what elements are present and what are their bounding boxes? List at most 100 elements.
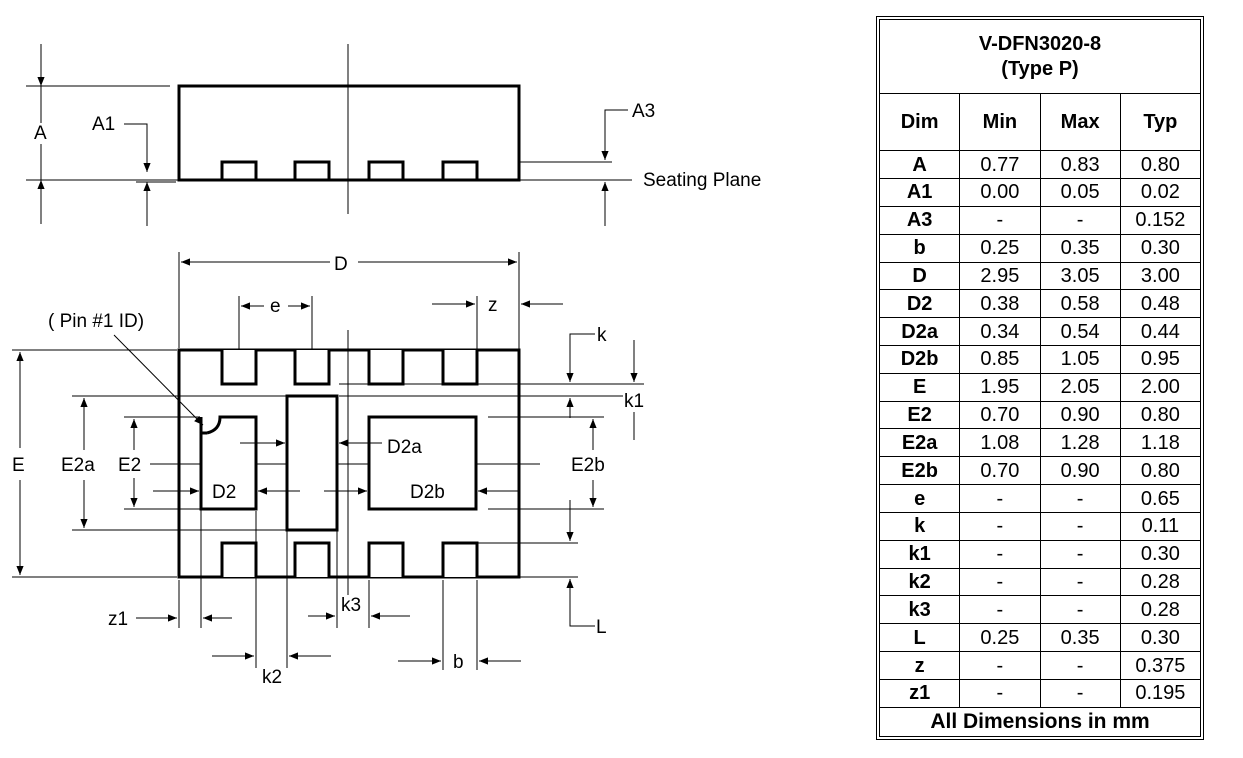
- cell-min: -: [959, 539, 1041, 569]
- cell-dim: k2: [878, 567, 961, 597]
- cell-typ: 0.65: [1119, 484, 1202, 513]
- label-E2: E2: [118, 455, 141, 476]
- cell-min: 2.95: [959, 261, 1041, 291]
- cell-max: -: [1039, 511, 1121, 541]
- cell-min: -: [959, 651, 1041, 680]
- label-A1: A1: [92, 114, 115, 135]
- table-row: A3--0.152: [878, 205, 1202, 235]
- cell-max: -: [1039, 205, 1121, 235]
- cell-typ: 0.30: [1119, 539, 1202, 569]
- cell-min: 0.00: [959, 178, 1041, 207]
- side-view: [26, 44, 632, 226]
- table-row: k1--0.30: [878, 539, 1202, 569]
- bottom-leads-top: [220, 350, 479, 386]
- cell-max: 0.83: [1039, 150, 1121, 180]
- side-view-labels: A A1 A3 Seating Plane: [33, 101, 763, 191]
- table-footer: All Dimensions in mm: [879, 706, 1201, 738]
- cell-dim: D2a: [878, 317, 961, 346]
- label-A: A: [34, 123, 47, 144]
- cell-min: -: [959, 484, 1041, 513]
- cell-max: -: [1039, 651, 1121, 680]
- label-D2b: D2b: [410, 482, 445, 503]
- side-leads: [220, 160, 479, 182]
- label-k: k: [597, 325, 607, 346]
- label-k1: k1: [624, 391, 644, 412]
- table-row: z--0.375: [878, 651, 1202, 680]
- bottom-leads-bottom: [220, 541, 479, 577]
- cell-min: 0.34: [959, 317, 1041, 346]
- pad-d2a-center: [285, 394, 339, 532]
- cell-typ: 0.30: [1119, 233, 1202, 263]
- cell-max: 0.58: [1039, 289, 1121, 319]
- bottom-body-outline: [177, 348, 521, 579]
- cell-min: 0.77: [959, 150, 1041, 180]
- cell-min: 0.25: [959, 233, 1041, 263]
- cell-dim: z1: [878, 678, 961, 708]
- cell-min: 0.85: [959, 345, 1041, 374]
- cell-min: 1.08: [959, 428, 1041, 458]
- label-E2a: E2a: [61, 455, 95, 476]
- label-e: e: [270, 296, 281, 317]
- label-z: z: [488, 295, 498, 316]
- label-E2b: E2b: [571, 455, 605, 476]
- header-typ: Typ: [1119, 93, 1202, 152]
- cell-typ: 0.30: [1119, 623, 1202, 653]
- cell-min: 0.38: [959, 289, 1041, 319]
- table-row: k2--0.28: [878, 567, 1202, 597]
- cell-typ: 0.152: [1119, 205, 1202, 235]
- label-D: D: [334, 254, 348, 275]
- label-seating-plane: Seating Plane: [643, 170, 761, 191]
- header-dim: Dim: [878, 93, 961, 152]
- cell-max: 0.90: [1039, 456, 1121, 486]
- cell-max: 3.05: [1039, 261, 1121, 291]
- cell-min: -: [959, 205, 1041, 235]
- table-row: k--0.11: [878, 511, 1202, 541]
- label-k3: k3: [341, 595, 361, 616]
- cell-min: 1.95: [959, 372, 1041, 402]
- side-body-outline: [177, 84, 521, 182]
- cell-max: -: [1039, 567, 1121, 597]
- cell-max: 0.54: [1039, 317, 1121, 346]
- table-title-line1: V-DFN3020-8: [978, 32, 1102, 55]
- label-D2a: D2a: [387, 437, 422, 458]
- header-min: Min: [959, 93, 1041, 152]
- header-max: Max: [1039, 93, 1121, 152]
- package-outline-drawing: A A1 A3 Seating Plane: [11, 44, 763, 688]
- cell-dim: L: [878, 623, 961, 653]
- cell-max: 1.05: [1039, 345, 1121, 374]
- cell-dim: e: [878, 484, 961, 513]
- cell-max: 0.35: [1039, 233, 1121, 263]
- cell-dim: D2: [878, 289, 961, 319]
- label-k2: k2: [262, 667, 282, 688]
- cell-dim: A3: [878, 205, 961, 235]
- cell-typ: 3.00: [1119, 261, 1202, 291]
- cell-max: 0.35: [1039, 623, 1121, 653]
- cell-min: -: [959, 595, 1041, 625]
- cell-typ: 0.80: [1119, 150, 1202, 180]
- cell-min: -: [959, 511, 1041, 541]
- cell-typ: 0.11: [1119, 511, 1202, 541]
- cell-max: 0.90: [1039, 400, 1121, 430]
- cell-dim: D: [878, 261, 961, 291]
- label-b: b: [453, 652, 464, 673]
- cell-typ: 2.00: [1119, 372, 1202, 402]
- cell-typ: 0.80: [1119, 400, 1202, 430]
- cell-typ: 0.48: [1119, 289, 1202, 319]
- cell-max: -: [1039, 678, 1121, 708]
- cell-dim: D2b: [878, 345, 961, 374]
- cell-max: 0.05: [1039, 178, 1121, 207]
- cell-max: 2.05: [1039, 372, 1121, 402]
- cell-dim: k3: [878, 595, 961, 625]
- table-row: e--0.65: [878, 484, 1202, 513]
- table-header-row: Dim Min Max Typ: [878, 93, 1202, 152]
- cell-typ: 0.195: [1119, 678, 1202, 708]
- table-title: V-DFN3020-8 (Type P): [879, 18, 1201, 95]
- table-row: z1--0.195: [878, 678, 1202, 708]
